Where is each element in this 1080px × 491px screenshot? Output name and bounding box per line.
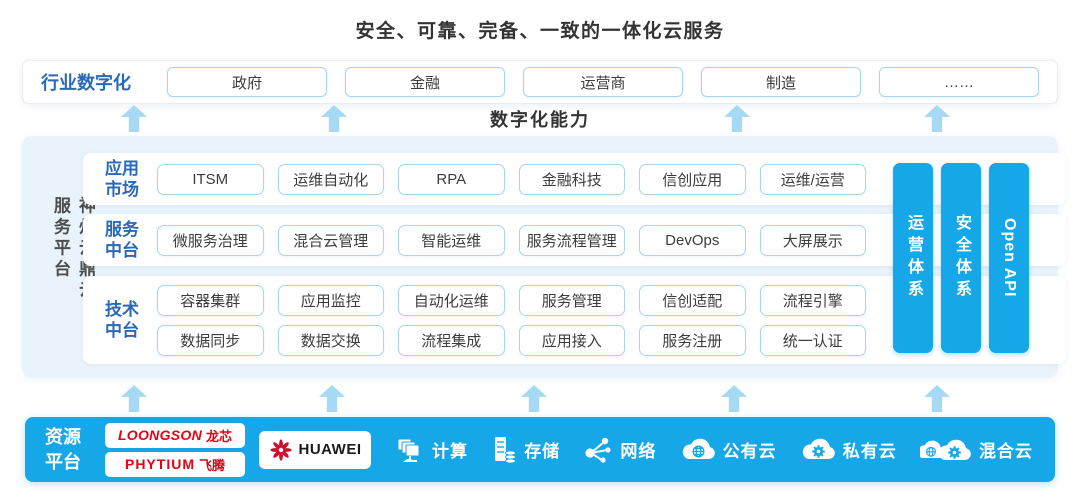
industry-band: 行业数字化 政府 金融 运营商 制造 …… [22,60,1058,104]
tech-item-container-cluster: 容器集群 [157,284,264,316]
service-middle-label: 服务中台 [105,219,139,260]
resource-items: 计算 [381,436,1033,464]
tech-item-xinchuang-adapt: 信创适配 [639,284,746,316]
up-arrow-icon [924,105,950,132]
tech-item-app-access: 应用接入 [518,324,625,356]
phytium-wordmark: PHYTIUM [124,456,195,472]
resource-item-network: 网络 [583,436,656,464]
resource-item-compute: 计算 [395,436,468,464]
svc-item-aiops: 智能运维 [398,224,505,256]
industry-band-label: 行业数字化 [41,73,131,93]
up-arrow-icon [321,105,347,132]
resource-item-public-cloud: 公有云 [680,437,777,463]
svc-item-service-flow: 服务流程管理 [518,224,625,256]
industry-item-operator: 运营商 [523,67,683,97]
up-arrow-icon [121,105,147,132]
phytium-logo: PHYTIUM 飞腾 [105,451,245,477]
tech-item-process-engine: 流程引擎 [759,284,866,316]
tech-line-1: 容器集群 应用监控 自动化运维 服务管理 信创适配 流程引擎 [157,284,866,316]
industry-item-manufacturing: 制造 [701,67,861,97]
tech-item-process-integration: 流程集成 [398,324,505,356]
tech-item-service-mgmt: 服务管理 [518,284,625,316]
app-item-fintech: 金融科技 [518,163,625,195]
huawei-flower-icon [269,438,293,461]
chip-vendor-logos: LOONGSON 龙芯 PHYTIUM 飞腾 [105,422,245,477]
hybrid-cloud-icon [919,437,972,463]
loongson-logo: LOONGSON 龙芯 [105,422,245,448]
resource-platform-label: 资源平台 [45,427,81,472]
tech-item-service-registry: 服务注册 [639,324,746,356]
loongson-cn-name: 龙芯 [206,428,233,444]
resource-item-label: 混合云 [978,442,1033,461]
app-item-xinchuang-app: 信创应用 [639,163,746,195]
huawei-logo: HUAWEI [259,430,371,469]
app-item-ops-automation: 运维自动化 [277,163,384,195]
app-market-label: 应用市场 [105,158,139,199]
industry-item-finance: 金融 [345,67,505,97]
resource-item-label: 存储 [524,442,561,461]
page-title: 安全、可靠、完备、一致的一体化云服务 [355,21,725,42]
pillar-open-api: Open API [989,163,1029,353]
resource-item-hybrid-cloud: 混合云 [919,437,1033,463]
app-item-ops-operation: 运维/运营 [759,163,866,195]
tech-item-automated-ops: 自动化运维 [398,284,505,316]
loongson-wordmark: LOONGSON [117,427,203,443]
up-arrow-icon [924,385,950,412]
tech-line-2: 数据同步 数据交换 流程集成 应用接入 服务注册 统一认证 [157,324,866,356]
svc-item-dashboard: 大屏展示 [759,224,866,256]
huawei-wordmark: HUAWEI [298,441,362,458]
resource-item-label: 私有云 [842,442,897,461]
storage-icon [491,436,517,464]
tech-item-app-monitoring: 应用监控 [277,284,384,316]
up-arrow-icon [724,105,750,132]
tech-item-unified-auth: 统一认证 [759,324,866,356]
private-cloud-icon [800,437,836,463]
phytium-cn-name: 飞腾 [198,457,225,473]
industry-item-more: …… [879,67,1039,97]
industry-item-government: 政府 [167,67,327,97]
svc-item-devops: DevOps [639,224,746,256]
network-icon [583,436,613,464]
resource-item-storage: 存储 [491,436,560,464]
resource-item-label: 网络 [620,442,657,461]
resource-item-label: 计算 [432,442,468,461]
tech-item-data-exchange: 数据交换 [277,324,384,356]
app-item-rpa: RPA [398,163,505,195]
svc-item-hybrid-cloud-mgmt: 混合云管理 [277,224,384,256]
capability-label: 数字化能力 [490,110,590,130]
app-item-itsm: ITSM [157,163,264,195]
up-arrow-icon [121,385,147,412]
tech-item-data-sync: 数据同步 [157,324,264,356]
resource-item-label: 公有云 [722,442,777,461]
up-arrow-icon [319,385,345,412]
pillar-security-system: 安全体系 [941,163,981,353]
cloud-platform-panel: 神州云鼎云服务平台 应用市场 ITSM 运维自动化 RPA 金融科技 信创应用 … [22,136,1066,378]
resource-item-private-cloud: 私有云 [800,437,897,463]
compute-icon [395,436,425,464]
tech-middle-label: 技术中台 [105,299,139,340]
pillar-operation-system: 运营体系 [893,163,933,353]
svc-item-microservice: 微服务治理 [157,224,264,256]
public-cloud-icon [680,437,716,463]
up-arrow-icon [721,385,747,412]
resource-platform-band: 资源平台 LOONGSON 龙芯 PHYTIUM 飞腾 [25,417,1055,482]
up-arrow-icon [521,385,547,412]
